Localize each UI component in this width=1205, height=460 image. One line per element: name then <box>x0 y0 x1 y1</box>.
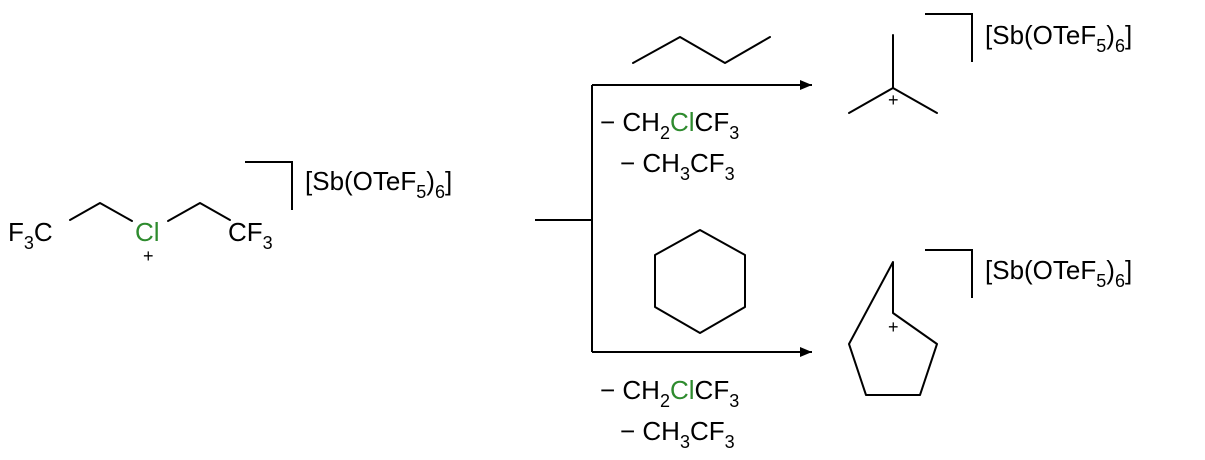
upper-counterion: [Sb(OTeF5)6] <box>985 20 1132 56</box>
methylcyclopentyl-positive-charge: + <box>888 317 899 337</box>
reactant-chloronium: F3C Cl + CF3 [Sb(OTeF5)6] <box>8 161 452 266</box>
lower-byproduct-trifluoroethane: − CH3CF3 <box>620 416 735 452</box>
upper-byproduct-chloroethane: − CH2ClCF3 <box>600 107 739 143</box>
upper-byproduct-trifluoroethane: − CH3CF3 <box>620 148 735 184</box>
reactant-counterion: [Sb(OTeF5)6] <box>305 166 452 202</box>
branching-arrows <box>535 80 812 357</box>
reactant-cation-bracket <box>245 161 293 210</box>
lower-product-bracket <box>925 249 973 298</box>
upper-path: − CH2ClCF3 − CH3CF3 + [Sb(OTeF5)6] <box>600 13 1132 184</box>
cyclohexane-reagent <box>654 229 746 334</box>
tert-butyl-positive-charge: + <box>888 90 899 110</box>
reactant-left-bonds <box>69 202 133 222</box>
reactant-right-group: CF3 <box>228 217 273 253</box>
upper-product-bracket <box>925 13 973 62</box>
reactant-left-group: F3C <box>8 217 53 253</box>
butane-reagent <box>632 36 771 64</box>
reactant-chlorine-atom: Cl <box>135 217 160 247</box>
methylcyclopentyl-cation <box>848 261 938 396</box>
reactant-positive-charge: + <box>143 246 154 266</box>
reactant-right-bonds <box>167 202 231 222</box>
lower-byproduct-chloroethane: − CH2ClCF3 <box>600 375 739 411</box>
lower-counterion: [Sb(OTeF5)6] <box>985 255 1132 291</box>
lower-path: − CH2ClCF3 − CH3CF3 + [Sb(OTeF5)6] <box>600 229 1132 452</box>
tert-butyl-cation <box>848 34 938 114</box>
